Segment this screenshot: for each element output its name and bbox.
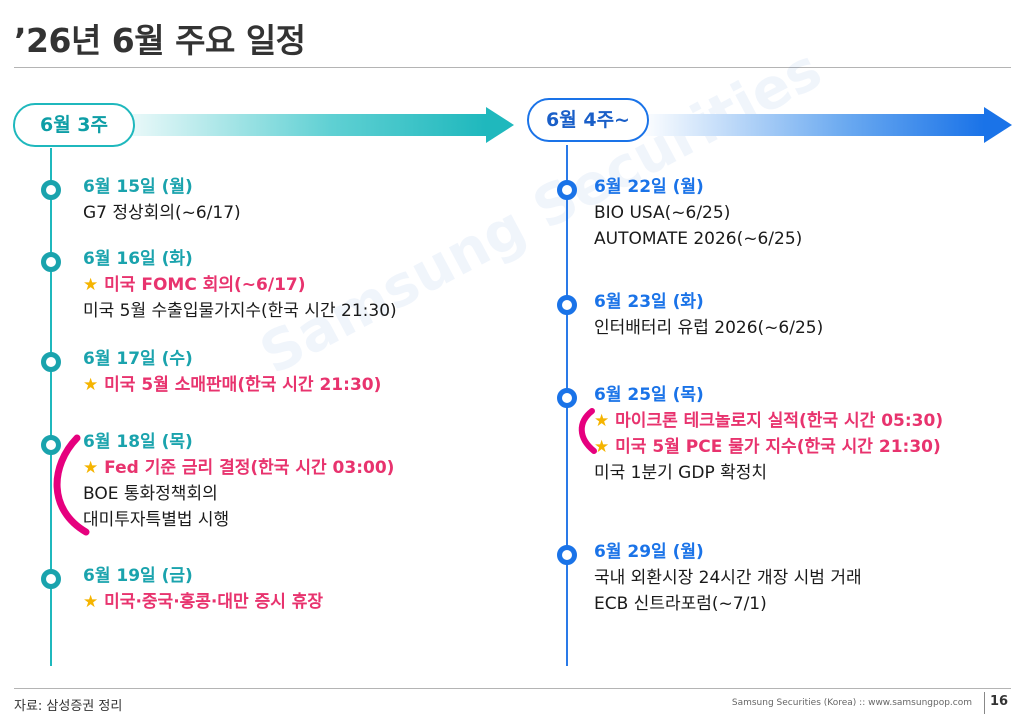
star-icon: ★	[594, 437, 610, 457]
event-date: 6월 19일 (금)	[83, 566, 193, 586]
timeline-dot-icon	[41, 352, 61, 372]
timeline-dot-icon	[41, 569, 61, 589]
event-date: 6월 29일 (월)	[594, 542, 704, 562]
event-item: AUTOMATE 2026(~6/25)	[594, 229, 803, 249]
event-key-item: ★ Fed 기준 금리 결정(한국 시간 03:00)	[83, 458, 395, 478]
event-key-item: ★ 마이크론 테크놀로지 실적(한국 시간 05:30)	[594, 411, 944, 431]
event-jun17: 6월 17일 (수) ★ 미국 5월 소매판매(한국 시간 21:30)	[83, 346, 381, 398]
arrow-head-icon	[984, 107, 1012, 143]
event-key-item: ★ 미국·중국·홍콩·대만 증시 휴장	[83, 592, 324, 612]
event-item: 미국 1분기 GDP 확정치	[594, 463, 768, 483]
event-key-item: ★ 미국 FOMC 회의(~6/17)	[83, 275, 306, 295]
timeline-dot-icon	[41, 180, 61, 200]
event-jun22: 6월 22일 (월) BIO USA(~6/25) AUTOMATE 2026(…	[594, 174, 802, 252]
event-item: 미국 5월 수출입물가지수(한국 시간 21:30)	[83, 301, 397, 321]
event-date: 6월 22일 (월)	[594, 177, 704, 197]
week4-arrow	[640, 107, 1012, 143]
event-jun25: 6월 25일 (목) ★ 마이크론 테크놀로지 실적(한국 시간 05:30) …	[594, 382, 943, 486]
timeline-dot-icon	[557, 180, 577, 200]
event-item: BIO USA(~6/25)	[594, 203, 731, 223]
star-icon: ★	[83, 275, 99, 295]
event-item: 대미투자특별법 시행	[83, 510, 230, 530]
event-date: 6월 23일 (화)	[594, 292, 704, 312]
star-icon: ★	[83, 458, 99, 478]
event-jun19: 6월 19일 (금) ★ 미국·중국·홍콩·대만 증시 휴장	[83, 563, 323, 615]
title-divider	[14, 67, 1011, 68]
highlight-bracket-icon	[53, 434, 90, 536]
event-jun18: 6월 18일 (목) ★ Fed 기준 금리 결정(한국 시간 03:00) B…	[83, 429, 394, 533]
event-item: BOE 통화정책회의	[83, 484, 218, 504]
timeline-dot-icon	[557, 545, 577, 565]
star-icon: ★	[83, 375, 99, 395]
timeline-dot-icon	[41, 435, 61, 455]
event-date: 6월 16일 (화)	[83, 249, 193, 269]
footer-divider	[14, 688, 1011, 689]
event-jun23: 6월 23일 (화) 인터배터리 유럽 2026(~6/25)	[594, 289, 823, 341]
event-jun16: 6월 16일 (화) ★ 미국 FOMC 회의(~6/17) 미국 5월 수출입…	[83, 246, 397, 324]
page-number: 16	[990, 694, 1009, 709]
event-item: G7 정상회의(~6/17)	[83, 203, 241, 223]
event-item: 인터배터리 유럽 2026(~6/25)	[594, 318, 824, 338]
star-icon: ★	[594, 411, 610, 431]
timeline-week3	[50, 148, 52, 666]
page-title: ’26년 6월 주요 일정	[14, 21, 306, 60]
timeline-dot-icon	[557, 295, 577, 315]
company-info: Samsung Securities (Korea) :: www.samsun…	[731, 698, 972, 708]
event-item: 국내 외환시장 24시간 개장 시범 거래	[594, 568, 862, 588]
event-jun29: 6월 29일 (월) 국내 외환시장 24시간 개장 시범 거래 ECB 신트라…	[594, 539, 862, 617]
timeline-dot-icon	[41, 252, 61, 272]
star-icon: ★	[83, 592, 99, 612]
week3-arrow	[100, 107, 514, 143]
event-date: 6월 25일 (목)	[594, 385, 704, 405]
event-item: ECB 신트라포럼(~7/1)	[594, 594, 767, 614]
week3-label: 6월 3주	[13, 103, 135, 147]
event-date: 6월 15일 (월)	[83, 177, 193, 197]
page-number-divider	[984, 692, 985, 714]
arrow-head-icon	[486, 107, 514, 143]
timeline-dot-icon	[557, 388, 577, 408]
event-key-item: ★ 미국 5월 소매판매(한국 시간 21:30)	[83, 375, 382, 395]
highlight-bracket-icon	[578, 408, 597, 454]
event-key-item: ★ 미국 5월 PCE 물가 지수(한국 시간 21:30)	[594, 437, 941, 457]
event-date: 6월 18일 (목)	[83, 432, 193, 452]
event-jun15: 6월 15일 (월) G7 정상회의(~6/17)	[83, 174, 241, 226]
source-note: 자료: 삼성증권 정리	[14, 699, 123, 714]
week4-label: 6월 4주~	[527, 98, 649, 142]
event-date: 6월 17일 (수)	[83, 349, 193, 369]
